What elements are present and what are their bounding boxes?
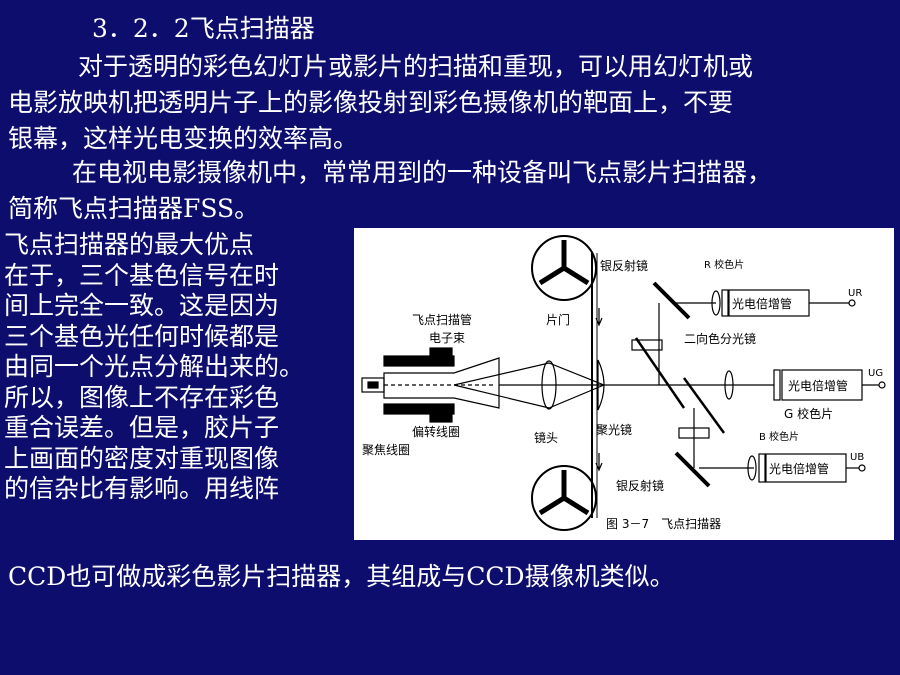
label-silver-mirror-bottom: 银反射镜	[616, 478, 664, 493]
section-heading: 3．2．2飞点扫描器	[92, 14, 315, 43]
paragraph2-line2: 简称飞点扫描器FSS。	[8, 194, 260, 223]
flying-spot-scanner-diagram: 银反射镜 R 校色片 光电倍增管 UR 飞点扫描管 片门 电子束 二向色分光镜 …	[354, 228, 894, 540]
label-silver-mirror-top: 银反射镜	[600, 258, 648, 273]
side-line: 三个基色光任何时候都是	[4, 321, 280, 351]
label-dichroic: 二向色分光镜	[684, 331, 756, 346]
label-pmt-r: 光电倍增管	[732, 296, 792, 311]
side-line: 在于，三个基色信号在时	[4, 260, 280, 290]
label-gate: 片门	[546, 312, 570, 327]
side-line: 间上完全一致。这是因为	[4, 291, 280, 320]
flying-spot-tube	[361, 347, 500, 423]
label-lens: 镜头	[534, 430, 558, 445]
label-u-b: UB	[850, 452, 864, 463]
paragraph2-line1: 在电视电影摄像机中，常常用到的一种设备叫飞点影片扫描器，	[72, 158, 773, 187]
label-pmt-b: 光电倍增管	[769, 461, 829, 476]
label-focus-coil: 聚焦线圈	[362, 443, 410, 457]
paragraph1-line2: 电影放映机把透明片子上的影像投射到彩色摄像机的靶面上，不要	[8, 88, 734, 117]
label-b-filter: B 校色片	[759, 430, 799, 443]
paragraph1-line3: 银幕，这样光电变换的效率高。	[8, 124, 359, 153]
side-line: 的信杂比有影响。用线阵	[4, 474, 280, 503]
label-pmt-g: 光电倍增管	[788, 378, 848, 393]
film-reel-top-icon	[531, 235, 597, 301]
side-line: 所以，图像上不存在彩色	[4, 382, 280, 412]
objective-lens	[541, 360, 557, 410]
figure-caption: 图 3－7 飞点扫描器	[606, 517, 721, 531]
label-flying-spot-tube: 飞点扫描管	[412, 312, 472, 327]
label-deflection-coil: 偏转线圈	[412, 424, 460, 439]
label-g-filter: G 校色片	[784, 406, 833, 421]
label-r-filter: R 校色片	[704, 258, 744, 271]
side-line: 重合误差。但是，胶片子	[4, 413, 280, 442]
label-condenser: 聚光镜	[596, 422, 632, 437]
paragraph1-line1: 对于透明的彩色幻灯片或影片的扫描和重现，可以用幻灯机或	[78, 52, 754, 81]
side-paragraph: 飞点扫描器的最大优点 在于，三个基色信号在时 间上完全一致。这是因为 三个基色光…	[4, 230, 344, 505]
label-u-r: UR	[848, 288, 862, 299]
side-line: 由同一个光点分解出来的。	[4, 352, 305, 381]
label-u-g: UG	[868, 368, 883, 379]
closing-line: CCD也可做成彩色影片扫描器，其组成与CCD摄像机类似。	[8, 562, 675, 591]
condenser-lens	[597, 359, 605, 411]
film-reel-bottom-icon	[531, 465, 597, 531]
label-electron-beam: 电子束	[429, 331, 465, 345]
side-line: 飞点扫描器的最大优点	[4, 230, 255, 259]
side-line: 上画面的密度对重现图像	[4, 443, 280, 473]
